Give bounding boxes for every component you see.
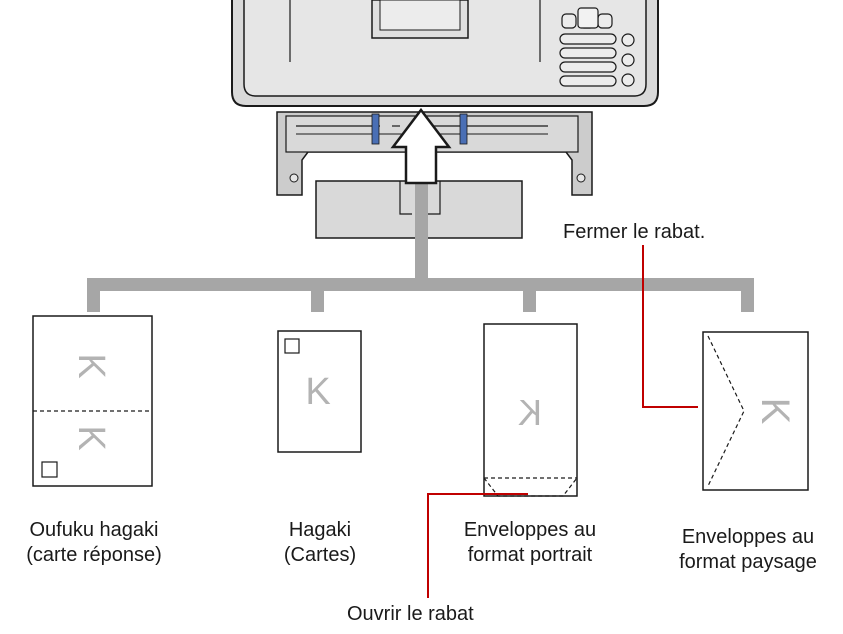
bracket-drop [523,278,536,312]
media-oufuku-hagaki: K K [32,315,153,487]
media-label-line: Hagaki [288,519,352,541]
glyph-k: K [70,353,112,378]
media-envelope-portrait: K [483,323,578,497]
paper-guide-left [371,113,380,145]
control-panel [559,7,635,87]
panel-button [621,33,635,47]
load-direction-arrow [390,107,452,185]
media-bracket [87,176,754,312]
envelope-outline [702,331,809,491]
panel-keypad-row [559,61,617,73]
bracket-drop [741,278,754,312]
envelope-flap [483,477,578,497]
annotation-close-flap: Fermer le rabat. [563,221,706,243]
media-label-oufuku-hagaki: Oufuku hagaki (carte réponse) [0,518,188,568]
callout-open-flap [427,493,528,598]
panel-keypad-row [559,47,617,59]
media-label-line: Enveloppes au [681,526,815,548]
glyph-k: K [70,425,112,450]
panel-keypad-row [559,75,617,87]
annotation-open-flap: Ouvrir le rabat [347,603,474,625]
panel-key [561,13,577,29]
glyph-k: K [518,392,542,433]
media-hagaki: K [277,330,362,453]
bracket-drop [87,278,100,312]
media-label-line: Oufuku hagaki [29,519,159,541]
media-label-hagaki: Hagaki (Cartes) [250,518,390,568]
media-label-line: format paysage [679,551,817,573]
glyph-k: K [305,371,330,413]
bracket-drop [311,278,324,312]
printer-body-inner [243,0,647,97]
envelope-outline [483,323,578,497]
bracket-bar [87,278,754,291]
callout-close-flap [642,245,698,408]
panel-display [577,7,599,29]
media-label-line: format portrait [467,544,593,566]
media-envelope-landscape: K [702,331,809,491]
tray-extension-notch [399,181,412,215]
tray-foot [576,173,586,183]
tray-foot [289,173,299,183]
stamp-box [41,461,58,478]
card-outline [32,315,153,487]
media-label-line: (Cartes) [283,544,357,566]
glyph-k: K [753,398,797,425]
bracket-stem [415,176,428,284]
paper-guide-right [459,113,468,145]
media-label-envelope-portrait: Enveloppes au format portrait [440,518,620,568]
panel-button [621,73,635,87]
media-label-line: Enveloppes au [463,519,597,541]
printer-illustration [231,0,659,107]
tray-extension-notch [428,181,441,215]
media-label-envelope-landscape: Enveloppes au format paysage [658,525,838,575]
stamp-box [284,338,300,354]
panel-key [597,13,613,29]
media-label-line: (carte réponse) [26,544,162,566]
output-slot-inner [379,0,461,31]
panel-button [621,53,635,67]
panel-keypad-row [559,33,617,45]
